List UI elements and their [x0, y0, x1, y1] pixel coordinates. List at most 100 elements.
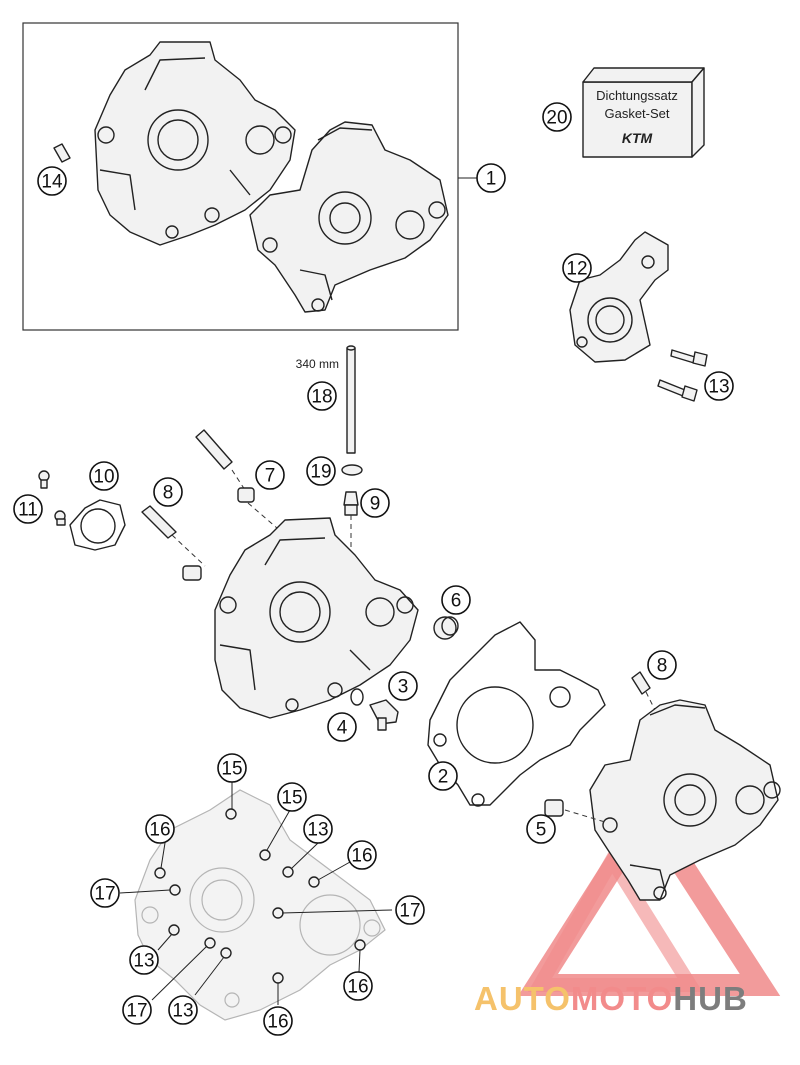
crankcase-left-half-middle — [214, 517, 419, 719]
callout-number: 3 — [398, 677, 409, 698]
callout-circle — [360, 488, 390, 518]
callout-c16c: 16 — [343, 971, 373, 1001]
callout-number: 16 — [347, 977, 368, 998]
callout-circle — [343, 971, 373, 1001]
callout-circle — [168, 995, 198, 1025]
crankcase-set-frame — [22, 22, 459, 331]
callout-c1: 1 — [476, 163, 506, 193]
callout-number: 13 — [307, 820, 328, 841]
callout-number: 13 — [708, 377, 729, 398]
gasket-kit-label-line1: Dichtungssatz — [596, 88, 678, 103]
callout-number: 15 — [221, 759, 242, 780]
callout-number: 8 — [163, 483, 174, 504]
callout-number: 20 — [546, 108, 567, 129]
crankcase-ghost-view — [134, 789, 386, 1021]
callout-number: 8 — [657, 656, 668, 677]
callout-circle — [388, 671, 418, 701]
callout-number: 4 — [337, 718, 348, 739]
callout-circle — [89, 461, 119, 491]
callout-c8a: 8 — [153, 477, 183, 507]
gasket-2 — [427, 621, 606, 807]
callout-number: 14 — [41, 172, 63, 193]
callout-number: 18 — [311, 387, 332, 408]
callout-circle — [122, 995, 152, 1025]
callout-c19: 19 — [306, 456, 336, 486]
callout-circle — [428, 761, 458, 791]
screw-11-b — [54, 510, 66, 526]
callout-circle — [217, 753, 247, 783]
callout-circle — [145, 814, 175, 844]
callout-circle — [277, 782, 307, 812]
dimension-label-340mm: 340 mm — [296, 357, 339, 371]
callout-circle — [263, 1006, 293, 1036]
svg-text:AUTOMOTOHUB: AUTOMOTOHUB — [474, 980, 748, 1017]
callout-c10: 10 — [89, 461, 119, 491]
callout-c13c: 13 — [129, 945, 159, 975]
callout-circle — [303, 814, 333, 844]
callout-circle — [441, 585, 471, 615]
bolt-13-lower — [657, 379, 698, 402]
bushing-5 — [544, 799, 606, 823]
dowel-8-left — [141, 505, 206, 581]
callout-circle — [153, 477, 183, 507]
crankcase-left-half-top — [94, 41, 296, 246]
callout-c13b: 13 — [303, 814, 333, 844]
nipple-9 — [343, 491, 359, 560]
callout-number: 5 — [536, 820, 547, 841]
callout-number: 16 — [351, 846, 372, 867]
callout-c13a: 13 — [704, 371, 734, 401]
callout-c17c: 17 — [122, 995, 152, 1025]
watermark-hub: HUB — [673, 980, 748, 1017]
callout-c3: 3 — [388, 671, 418, 701]
plug-3 — [369, 699, 399, 731]
callout-number: 13 — [133, 951, 154, 972]
watermark-triangle — [517, 791, 781, 996]
cover-part-12 — [569, 231, 669, 363]
crankcase-right-half-top — [249, 121, 449, 313]
callout-number: 9 — [370, 494, 381, 515]
callout-circle — [542, 102, 572, 132]
callout-c5: 5 — [526, 814, 556, 844]
callout-circle — [13, 494, 43, 524]
callout-c7: 7 — [255, 460, 285, 490]
rod-18 — [346, 345, 356, 454]
callout-c16d: 16 — [263, 1006, 293, 1036]
watermark-moto: MOTO — [571, 980, 673, 1017]
callout-c16b: 16 — [347, 840, 377, 870]
callout-number: 2 — [438, 767, 449, 788]
seal-ring-4 — [350, 688, 364, 706]
clamp-19 — [341, 464, 363, 476]
callout-circle — [704, 371, 734, 401]
callout-c9: 9 — [360, 488, 390, 518]
callout-circle — [526, 814, 556, 844]
callout-number: 1 — [486, 169, 497, 190]
dowel-8-right — [631, 671, 661, 721]
callout-number: 15 — [281, 788, 302, 809]
callout-circle — [327, 712, 357, 742]
watermark-text: AUTOMOTOHUB — [474, 980, 748, 1017]
fasteners-ghost — [154, 808, 366, 984]
watermark-auto: AUTO — [474, 980, 571, 1017]
bolt-13-upper — [670, 349, 708, 367]
callout-circle — [90, 878, 120, 908]
callout-c6: 6 — [441, 585, 471, 615]
gasket-kit-label-line2: Gasket-Set — [604, 106, 669, 121]
callout-c16a: 16 — [145, 814, 175, 844]
callout-c17a: 17 — [90, 878, 120, 908]
screw-11-a — [38, 470, 50, 489]
callout-circle — [255, 460, 285, 490]
callout-circle — [562, 253, 592, 283]
callout-c12: 12 — [562, 253, 592, 283]
callout-circle — [129, 945, 159, 975]
callout-circle — [476, 163, 506, 193]
callout-number: 12 — [566, 259, 587, 280]
callout-number: 16 — [267, 1012, 288, 1033]
callout-number: 17 — [399, 901, 420, 922]
callout-c15a: 15 — [217, 753, 247, 783]
callout-number: 7 — [265, 466, 276, 487]
callout-circle — [306, 456, 336, 486]
callout-number: 19 — [310, 462, 331, 483]
callout-c13d: 13 — [168, 995, 198, 1025]
callout-number: 6 — [451, 591, 462, 612]
